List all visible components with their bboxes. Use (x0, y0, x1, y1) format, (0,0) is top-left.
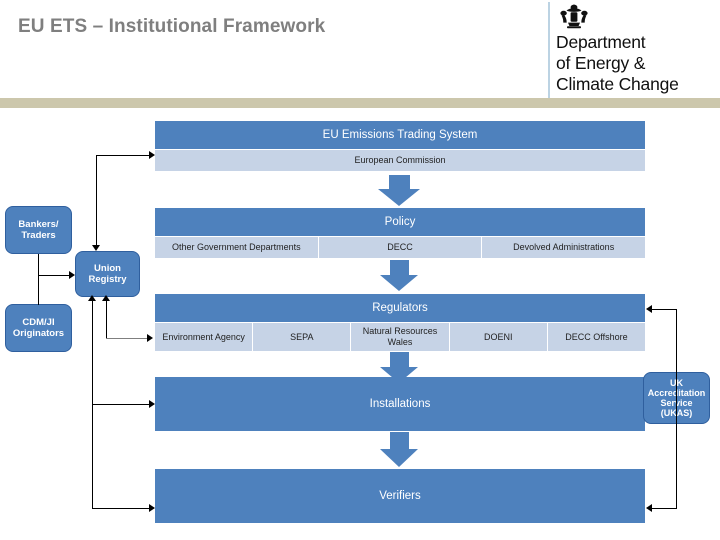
band-verifiers[interactable]: Verifiers (155, 469, 645, 523)
connector-registry-envagency-vertical (106, 299, 107, 339)
logo-line-1: Department (556, 32, 646, 52)
band-policy-header: Policy (155, 208, 645, 236)
cell-environment-agency[interactable]: Environment Agency (155, 323, 254, 351)
band-regulators: Regulators Environment Agency SEPA Natur… (155, 294, 646, 351)
arrow-ets-to-policy (378, 175, 420, 207)
arrow-installations-to-verifiers (380, 432, 418, 470)
arrowhead-into-union-registry-bottom-left (88, 295, 96, 301)
band-policy-subrow: Other Government Departments DECC Devolv… (155, 237, 646, 258)
cell-other-government-departments[interactable]: Other Government Departments (155, 237, 319, 258)
connector-ukas-to-regulators (652, 309, 677, 310)
connector-registry-envagency-horizontal (106, 338, 151, 339)
band-policy: Policy Other Government Departments DECC… (155, 208, 646, 258)
connector-bankers-registry-vertical (38, 254, 39, 276)
connector-ukas-to-verifiers (652, 508, 677, 509)
arrowhead-into-european-commission (149, 151, 155, 159)
band-eu-ets: EU Emissions Trading System European Com… (155, 121, 645, 171)
cell-european-commission[interactable]: European Commission (155, 150, 645, 171)
arrowhead-into-union-registry-bottom-right (102, 295, 110, 301)
cell-doeni[interactable]: DOENI (449, 323, 548, 351)
cell-devolved-administrations[interactable]: Devolved Administrations (482, 237, 646, 258)
cell-natural-resources-wales[interactable]: Natural Resources Wales (351, 323, 450, 351)
cell-decc[interactable]: DECC (318, 237, 483, 258)
crown-crest-icon (558, 3, 592, 29)
logo-line-3: Climate Change (556, 74, 679, 94)
decc-logo: Department of Energy & Climate Change (548, 2, 713, 98)
box-cdm-ji-originators[interactable]: CDM/JI Originators (5, 304, 72, 352)
arrowhead-into-regulators-right (646, 305, 652, 313)
band-regulators-subrow: Environment Agency SEPA Natural Resource… (155, 323, 646, 351)
arrow-policy-to-regulators (380, 260, 418, 294)
band-installations[interactable]: Installations (155, 377, 645, 431)
arrowhead-into-union-registry-top (92, 245, 100, 251)
connector-cdmji-registry-vertical (38, 275, 39, 305)
cell-decc-offshore[interactable]: DECC Offshore (547, 323, 646, 351)
arrowhead-into-installations (149, 400, 155, 408)
page-title: EU ETS – Institutional Framework (18, 16, 326, 37)
box-union-registry[interactable]: Union Registry (75, 251, 140, 297)
connector-registry-commission-vertical (96, 155, 97, 249)
band-eu-ets-subrow: European Commission (155, 150, 645, 171)
connector-bankers-registry-horizontal (38, 275, 71, 276)
box-bankers-traders[interactable]: Bankers/ Traders (5, 206, 72, 254)
band-regulators-header: Regulators (155, 294, 645, 322)
connector-spine-to-verifiers (92, 508, 153, 509)
connector-spine-to-installations (92, 404, 153, 405)
logo-divider-rule (548, 2, 550, 98)
arrowhead-into-verifiers-right (646, 504, 652, 512)
connector-right-spine-vertical (676, 309, 677, 509)
arrowhead-into-union-registry-left (69, 271, 75, 279)
arrowhead-into-verifiers (149, 504, 155, 512)
band-eu-ets-header: EU Emissions Trading System (155, 121, 645, 149)
logo-wordmark: Department of Energy & Climate Change (556, 32, 679, 95)
arrowhead-into-environment-agency (147, 334, 153, 342)
logo-line-2: of Energy & (556, 53, 646, 73)
cell-sepa[interactable]: SEPA (253, 323, 352, 351)
institutional-framework-diagram: EU Emissions Trading System European Com… (0, 108, 720, 540)
connector-registry-commission-horizontal (96, 155, 153, 156)
accent-divider-bar (0, 98, 720, 108)
